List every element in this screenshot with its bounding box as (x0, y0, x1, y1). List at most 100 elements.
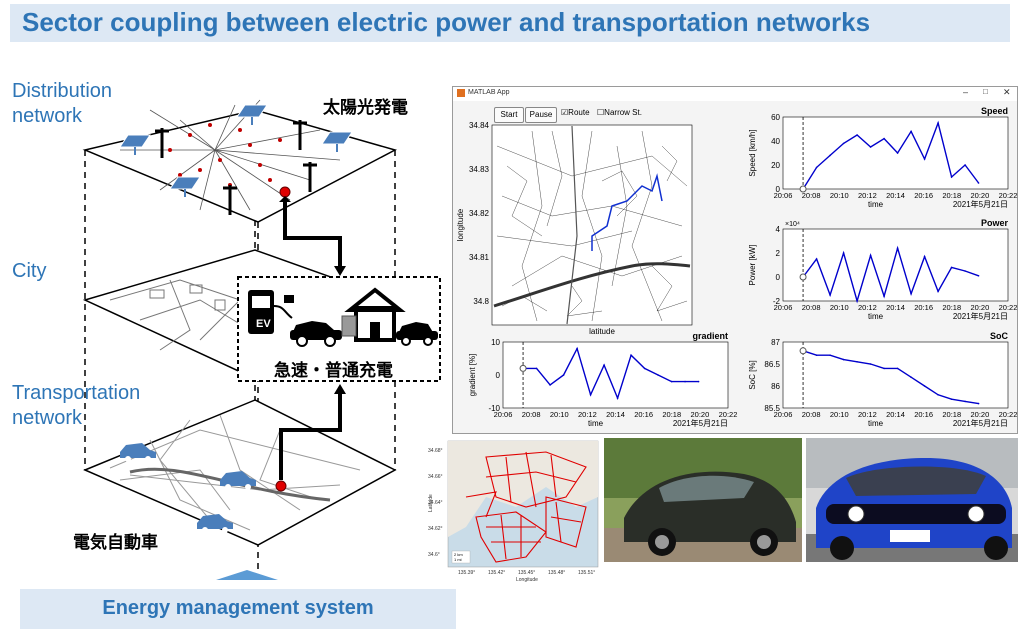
minimize-icon[interactable]: – (963, 87, 969, 97)
route-map-axes (491, 124, 693, 326)
power-title: Power (981, 218, 1009, 228)
small-map-ytick: 34.64° (428, 500, 443, 506)
power-axes (782, 228, 1009, 302)
soc-xtick: 20:16 (914, 410, 933, 419)
power-data-point (815, 258, 818, 260)
distribution-connection-node (279, 186, 291, 198)
speed-xtick: 20:18 (942, 191, 961, 200)
power-data-point (856, 300, 858, 302)
gradient-series-line (523, 346, 699, 401)
speed-xlabel: time (868, 200, 884, 209)
gradient-data-point (630, 354, 632, 357)
soc-xtick: 20:20 (970, 410, 989, 419)
gradient-xtick: 20:08 (522, 410, 541, 419)
power-xtick: 20:22 (999, 303, 1018, 312)
soc-data-point (937, 394, 939, 396)
speed-data-point (910, 130, 912, 133)
power-xtick: 20:08 (802, 303, 821, 312)
scale-km: 2 km (454, 552, 463, 557)
soc-data-point (977, 402, 980, 405)
map-xlabel: latitude (589, 327, 615, 336)
ems-arrow-icon (216, 570, 278, 580)
gradient-title: gradient (692, 331, 728, 341)
gradient-axes (502, 341, 729, 409)
power-data-point (842, 252, 845, 254)
transportation-network-label: Transportation network (12, 382, 141, 429)
soc-data-point (815, 354, 818, 357)
matlab-logo-icon (457, 89, 465, 97)
soc-xtick: 20:22 (999, 410, 1018, 419)
speed-xtick: 20:22 (999, 191, 1018, 200)
map-ytick: 34.81 (469, 253, 490, 262)
small-map-xlabel: Longitude (516, 577, 538, 583)
narrow-street-checkbox-label: Narrow St. (604, 108, 642, 117)
speed-xtick: 20:12 (858, 191, 877, 200)
power-data-point (964, 270, 966, 272)
power-xtick: 20:10 (830, 303, 849, 312)
small-map-ytick: 34.62° (428, 526, 443, 532)
honda-e-car-photo (806, 438, 1018, 562)
soc-series-line (802, 350, 979, 405)
close-icon[interactable]: ✕ (1003, 87, 1011, 97)
route-checkbox[interactable]: ☑Route (561, 108, 590, 117)
checked-icon: ☑ (561, 108, 569, 117)
power-data-point (883, 295, 885, 297)
gradient-ytick: -10 (488, 404, 500, 413)
gradient-data-point (576, 347, 578, 350)
pause-button[interactable]: Pause (525, 107, 557, 123)
gradient-data-point (603, 364, 605, 366)
map-scale-bar (451, 550, 471, 564)
maximize-icon[interactable]: □ (983, 87, 988, 96)
narrow-street-checkbox[interactable]: ☐Narrow St. (597, 108, 642, 117)
soc-data-point (842, 358, 845, 361)
distribution-to-charging-arrow (283, 198, 342, 268)
speed-xtick: 20:10 (830, 191, 849, 200)
soc-xtick: 20:14 (886, 410, 905, 419)
speed-xtick: 20:08 (802, 191, 821, 200)
gradient-xtick: 20:20 (690, 410, 709, 419)
speed-data-point (937, 122, 939, 124)
speed-date: 2021年5月21日 (953, 199, 1008, 209)
soc-data-point (883, 367, 885, 370)
speed-data-point (977, 182, 980, 184)
charging-label: 急速・普通充電 (274, 361, 393, 380)
small-map-ytick: 34.68° (428, 448, 443, 454)
power-data-point (896, 247, 899, 249)
speed-data-point (923, 158, 926, 160)
power-data-point (829, 294, 831, 296)
gradient-ylabel: gradient [%] (468, 354, 477, 397)
small-map-yticks: 34.68° 34.66° 34.64° 34.62° 34.6° (428, 448, 443, 558)
soc-ytick: 87 (771, 338, 780, 347)
matlab-plots: 34.84 34.83 34.82 34.81 34.8 latitude lo… (456, 106, 1017, 428)
soc-xtick: 20:06 (774, 410, 793, 419)
speed-data-point (829, 154, 831, 157)
start-button[interactable]: Start (494, 107, 524, 123)
route-checkbox-label: Route (568, 108, 590, 117)
gradient-date: 2021年5月21日 (673, 418, 728, 428)
power-ytick: 0 (776, 273, 781, 282)
soc-xtick: 20:18 (942, 410, 961, 419)
house-icon (341, 287, 406, 342)
electric-vehicle-label: 電気自動車 (73, 533, 158, 552)
soc-axes (782, 341, 1009, 409)
speed-data-point (883, 137, 885, 140)
small-map-xticks: 135.39° 135.42° 135.45° 135.48° 135.51° (458, 570, 595, 576)
soc-ytick: 85.5 (764, 404, 780, 413)
power-ytick: 2 (776, 249, 781, 258)
soc-title: SoC (990, 331, 1009, 341)
map-land-area (448, 441, 598, 537)
small-map-xtick: 135.42° (488, 570, 505, 576)
small-map-ytick: 34.66° (428, 474, 443, 480)
small-map-xtick: 135.39° (458, 570, 475, 576)
speed-ytick: 60 (771, 113, 780, 122)
soc-data-point (856, 361, 858, 363)
power-date: 2021年5月21日 (953, 311, 1008, 321)
soc-data-point (896, 367, 899, 370)
power-start-point (799, 273, 807, 281)
gradient-data-point (657, 374, 659, 376)
small-map-ytick: 34.6° (428, 552, 440, 558)
